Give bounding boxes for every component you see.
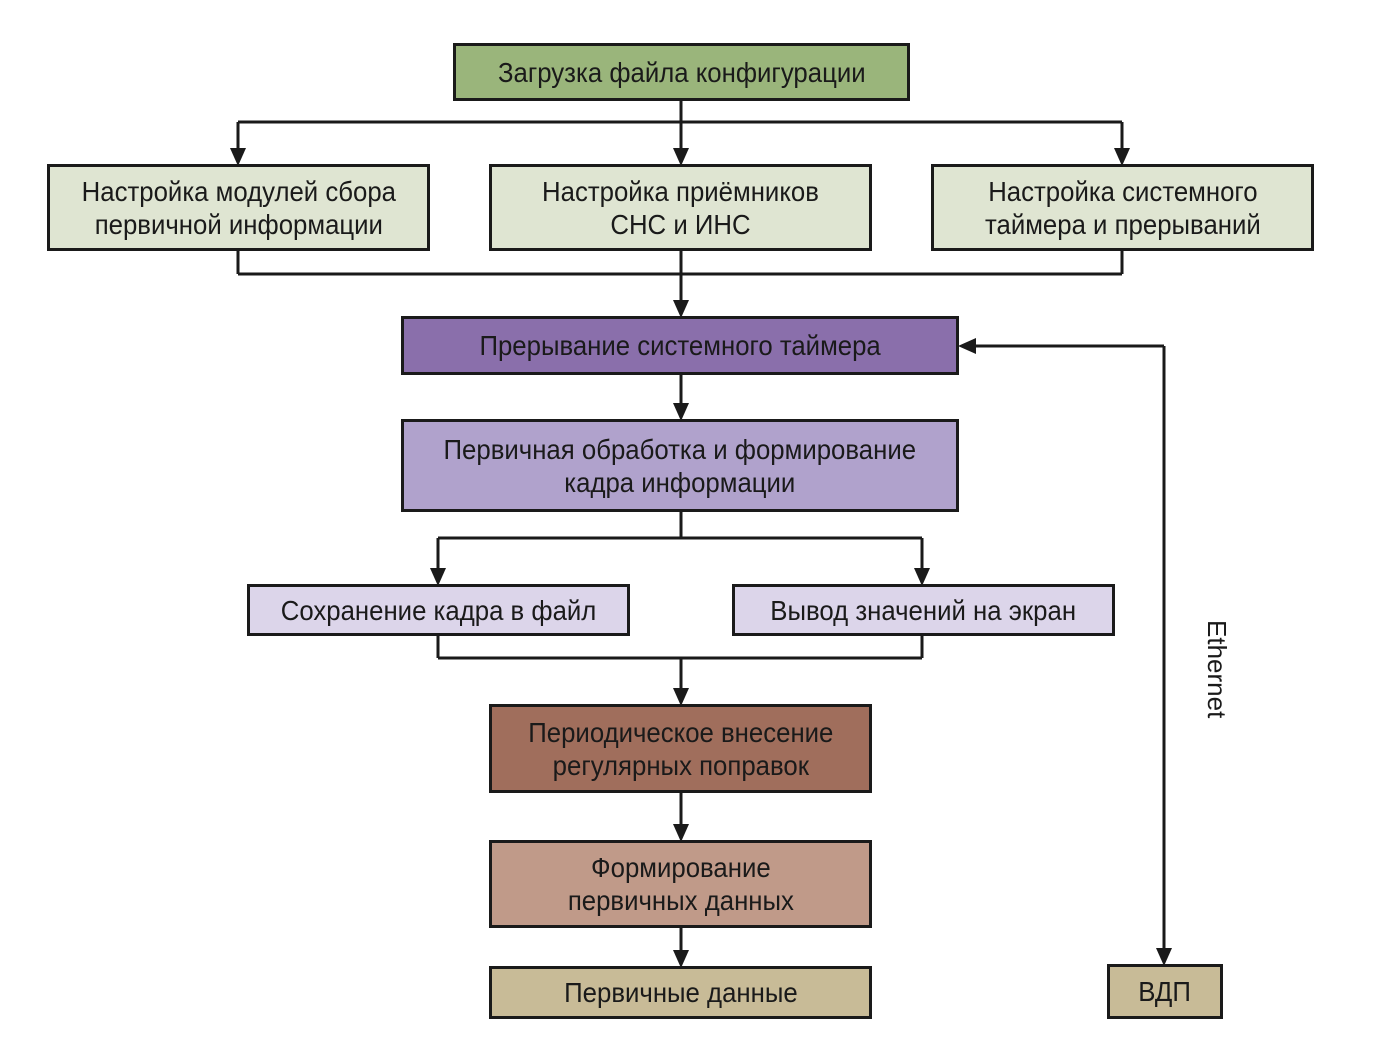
- node-setup-receivers-label: Настройка приёмников СНС и ИНС: [542, 175, 819, 240]
- arrowhead-vdp: [1156, 948, 1172, 966]
- arrowhead-form: [673, 824, 689, 842]
- arrowhead-display: [914, 568, 930, 586]
- arrowhead-corrections: [673, 688, 689, 706]
- node-display-values: Вывод значений на экран: [732, 584, 1115, 636]
- arrowhead-primary-data: [673, 950, 689, 968]
- node-save-frame: Сохранение кадра в файл: [247, 584, 630, 636]
- arrowhead-processing: [673, 403, 689, 421]
- node-display-values-label: Вывод значений на экран: [770, 594, 1077, 626]
- node-timer-interrupt-label: Прерывание системного таймера: [479, 330, 881, 361]
- node-setup-modules-label: Настройка модулей сбора первичной информ…: [81, 175, 396, 240]
- arrowhead-timer-setup: [1114, 148, 1130, 166]
- node-setup-timer-label: Настройка системного таймера и прерывани…: [984, 175, 1261, 240]
- node-form-primary-label: Формирование первичных данных: [567, 852, 794, 916]
- node-form-primary: Формирование первичных данных: [489, 840, 872, 928]
- node-vdp: ВДП: [1107, 964, 1223, 1019]
- arrowhead-interrupt: [673, 300, 689, 318]
- node-setup-timer: Настройка системного таймера и прерывани…: [931, 164, 1314, 251]
- node-load-config-label: Загрузка файла конфигурации: [497, 56, 866, 88]
- node-setup-modules: Настройка модулей сбора первичной информ…: [47, 164, 430, 251]
- node-save-frame-label: Сохранение кадра в файл: [280, 594, 597, 626]
- node-load-config: Загрузка файла конфигурации: [453, 43, 910, 101]
- arrowhead-receivers: [673, 148, 689, 166]
- node-vdp-label: ВДП: [1138, 976, 1192, 1007]
- node-primary-processing-label: Первичная обработка и формирование кадра…: [443, 433, 917, 498]
- node-primary-data-label: Первичные данные: [563, 977, 798, 1008]
- arrowhead-ethernet-interrupt: [958, 338, 976, 354]
- node-setup-receivers: Настройка приёмников СНС и ИНС: [489, 164, 872, 251]
- arrowhead-modules: [230, 148, 246, 166]
- node-primary-data: Первичные данные: [489, 966, 872, 1019]
- ethernet-label: Ethernet: [1202, 620, 1232, 719]
- node-primary-processing: Первичная обработка и формирование кадра…: [401, 419, 959, 512]
- node-periodic-corrections-label: Периодическое внесение регулярных поправ…: [527, 716, 834, 781]
- arrowhead-save: [430, 568, 446, 586]
- node-periodic-corrections: Периодическое внесение регулярных поправ…: [489, 704, 872, 793]
- node-timer-interrupt: Прерывание системного таймера: [401, 316, 959, 375]
